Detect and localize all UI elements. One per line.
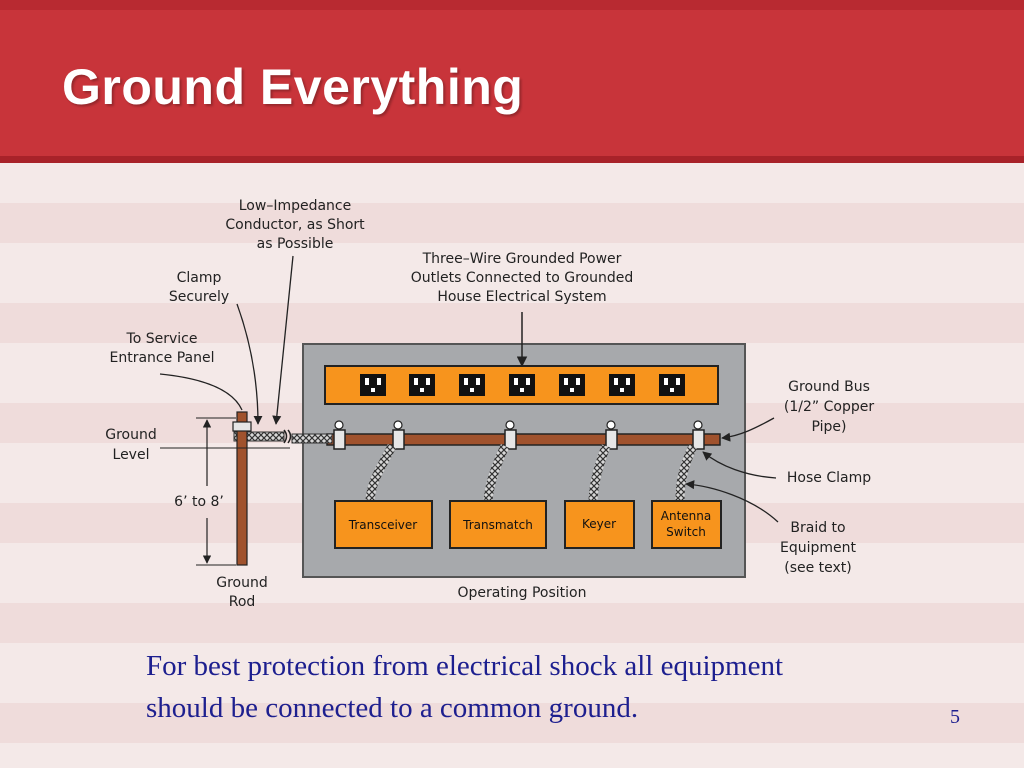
depth-label: 6’ to 8’ [174,494,224,510]
caption-line: For best protection from electrical shoc… [146,650,783,682]
transmatch-box [449,500,547,549]
page-number: 5 [950,706,960,728]
svg-text:Braid to: Braid to [790,520,845,536]
clamp-leader [236,303,263,425]
svg-text:Outlets Connected to Grounded: Outlets Connected to Grounded [411,270,633,286]
power-outlet [409,374,435,396]
title-bar [0,0,1024,163]
svg-text:Three–Wire Grounded Power: Three–Wire Grounded Power [422,251,622,267]
service-panel-label: To Service Entrance Panel [110,331,215,366]
clamp-label: Clamp Securely [169,270,229,305]
hose-clamp [392,420,405,450]
break-mark [283,429,292,444]
power-outlet [459,374,485,396]
svg-text:Level: Level [113,447,150,463]
svg-text:as Possible: as Possible [257,236,334,252]
ground-bus-leader [721,417,775,442]
hose-clamp [605,420,618,450]
antenna-switch-box [651,500,722,549]
svg-text:Ground: Ground [105,427,157,443]
keyer-label: Keyer [582,517,616,531]
ground-conductor-braid-inside [291,433,333,444]
svg-text:Conductor, as Short: Conductor, as Short [225,217,365,233]
braid-strap [483,444,510,501]
ground-rod-label: Ground Rod [216,575,268,610]
svg-text:Clamp: Clamp [177,270,222,286]
antenna-switch-label-line2: Switch [666,525,706,539]
transceiver-label: Transceiver [348,518,418,532]
hose-clamp [692,420,705,450]
rod-clamp [232,421,252,432]
title-bar-bottom-stripe [0,156,1024,163]
service-leader [159,373,243,411]
braid-strap [588,444,611,501]
ground-bus-label: Ground Bus (1/2” Copper Pipe) [784,379,874,435]
ground-bus-pipe [326,433,721,446]
braid-strap [675,444,698,501]
keyer-box [564,500,635,549]
braid-label: Braid to Equipment (see text) [780,520,857,576]
svg-text:Entrance Panel: Entrance Panel [110,350,215,366]
ground-level-label: Ground Level [105,427,157,463]
svg-text:Ground Bus: Ground Bus [788,379,870,395]
slide-title: Ground Everything [62,59,524,115]
conductor-leader [272,255,294,425]
outlet-group [360,374,685,396]
hose-clamp-leader [702,451,777,479]
svg-text:(see text): (see text) [784,560,852,576]
braid-leader [685,480,779,523]
power-outlet [659,374,685,396]
hose-clamp [333,420,346,450]
title-bar-top-stripe [0,0,1024,10]
power-outlet [360,374,386,396]
transceiver-box [334,500,433,549]
transmatch-label: Transmatch [462,518,533,532]
operating-position-label: Operating Position [458,585,587,601]
svg-text:Ground: Ground [216,575,268,591]
ground-conductor-braid-outside [233,431,285,442]
svg-text:Low–Impedance: Low–Impedance [239,198,352,214]
slide-caption: For best protection from electrical shoc… [146,645,926,729]
svg-text:Securely: Securely [169,289,229,305]
svg-text:House Electrical System: House Electrical System [437,289,606,305]
outlets-label: Three–Wire Grounded Power Outlets Connec… [411,251,633,305]
svg-text:Pipe): Pipe) [812,419,847,435]
svg-text:Rod: Rod [229,594,256,610]
braid-strap [365,443,397,501]
svg-text:To Service: To Service [126,331,198,347]
svg-text:(1/2” Copper: (1/2” Copper [784,399,874,415]
antenna-switch-label-line1: Antenna [661,509,711,523]
hose-clamp-label: Hose Clamp [787,470,871,486]
power-outlet [559,374,585,396]
svg-text:Equipment: Equipment [780,540,857,556]
hose-clamp [504,420,517,450]
power-outlet [509,374,535,396]
caption-line: should be connected to a common ground. [146,692,639,724]
conductor-label: Low–Impedance Conductor, as Short as Pos… [225,198,365,252]
power-outlet [609,374,635,396]
ground-rod [236,411,248,566]
